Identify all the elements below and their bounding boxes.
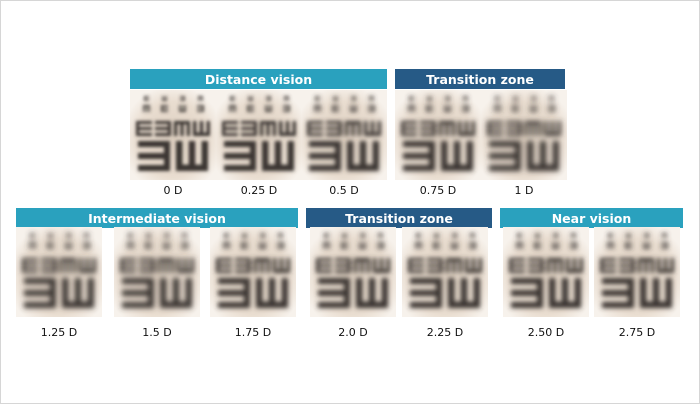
banner-distance-vision: Distance vision xyxy=(130,69,387,89)
eye-chart-image xyxy=(503,227,589,317)
banner-transition-zone-top: Transition zone xyxy=(395,69,565,89)
diopter-label: 1.75 D xyxy=(234,326,272,339)
diopter-label: 2.0 D xyxy=(338,326,368,339)
diopter-label: 1.25 D xyxy=(40,326,78,339)
eye-chart-image xyxy=(301,90,387,180)
diopter-label: 2.50 D xyxy=(527,326,565,339)
diopter-label: 2.25 D xyxy=(426,326,464,339)
diopter-label: 0 D xyxy=(163,184,183,197)
eye-chart-image xyxy=(216,90,302,180)
eye-chart-image xyxy=(210,227,296,317)
eye-chart-image xyxy=(16,227,102,317)
eye-chart-image xyxy=(481,90,567,180)
eye-chart-image xyxy=(395,90,481,180)
banner-near-vision: Near vision xyxy=(500,208,683,228)
diopter-label: 2.75 D xyxy=(618,326,656,339)
eye-chart-image xyxy=(130,90,216,180)
eye-chart-image xyxy=(114,227,200,317)
diopter-label: 0.5 D xyxy=(329,184,359,197)
diopter-label: 0.75 D xyxy=(419,184,457,197)
eye-chart-image xyxy=(402,227,488,317)
diopter-label: 1 D xyxy=(514,184,534,197)
diopter-label: 0.25 D xyxy=(240,184,278,197)
banner-transition-zone-bottom: Transition zone xyxy=(306,208,492,228)
eye-chart-image xyxy=(594,227,680,317)
banner-intermediate-vision: Intermediate vision xyxy=(16,208,298,228)
eye-chart-image xyxy=(310,227,396,317)
diopter-label: 1.5 D xyxy=(142,326,172,339)
